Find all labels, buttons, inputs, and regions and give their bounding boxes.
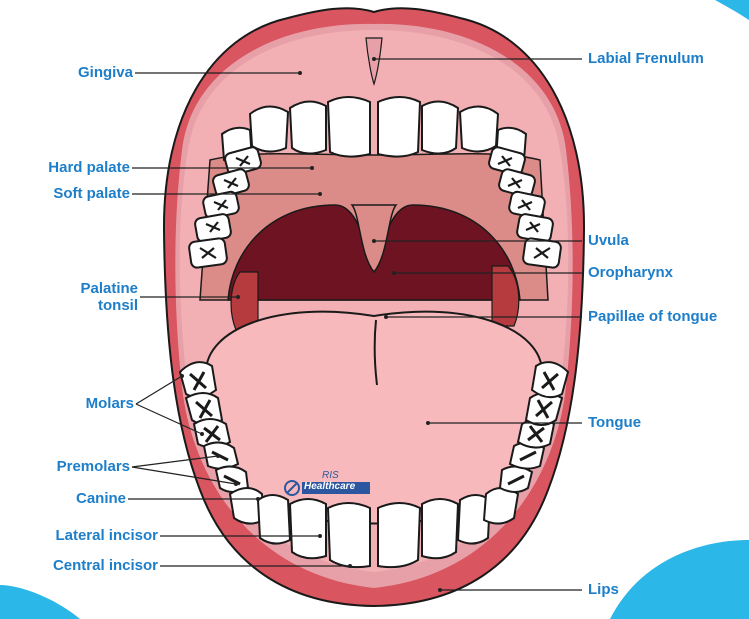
label-tongue: Tongue	[588, 414, 641, 431]
label-hard-palate: Hard palate	[48, 159, 130, 176]
label-lateral-incisor: Lateral incisor	[55, 527, 158, 544]
label-labial-frenulum: Labial Frenulum	[588, 50, 704, 67]
tooth	[460, 106, 498, 151]
corner-blob-top-right	[715, 0, 749, 20]
central-incisor	[328, 503, 370, 567]
label-central-incisor: Central incisor	[53, 557, 158, 574]
label-molars: Molars	[86, 395, 134, 412]
tooth	[378, 97, 420, 157]
central-incisor	[378, 503, 420, 567]
tooth	[290, 101, 326, 153]
incisor	[422, 499, 458, 558]
label-oropharynx: Oropharynx	[588, 264, 673, 281]
corner-blob-bottom-right	[610, 540, 749, 619]
label-gingiva: Gingiva	[78, 64, 133, 81]
watermark-ris: RIS	[322, 470, 339, 481]
tooth	[422, 101, 458, 153]
label-uvula: Uvula	[588, 232, 629, 249]
label-palatine-tonsil: Palatine tonsil	[80, 280, 138, 314]
label-lips: Lips	[588, 581, 619, 598]
label-papillae-of-tongue: Papillae of tongue	[588, 308, 717, 325]
corner-blob-bottom-left	[0, 585, 80, 619]
incisor	[290, 499, 326, 558]
canine	[484, 488, 518, 524]
label-palatine-tonsil-line1: Palatine	[80, 280, 138, 297]
label-soft-palate: Soft palate	[53, 185, 130, 202]
tooth	[250, 106, 288, 151]
label-canine: Canine	[76, 490, 126, 507]
tooth	[328, 97, 370, 157]
label-palatine-tonsil-line2: tonsil	[80, 297, 138, 314]
label-premolars: Premolars	[57, 458, 130, 475]
watermark-healthcare: Healthcare	[304, 481, 355, 492]
